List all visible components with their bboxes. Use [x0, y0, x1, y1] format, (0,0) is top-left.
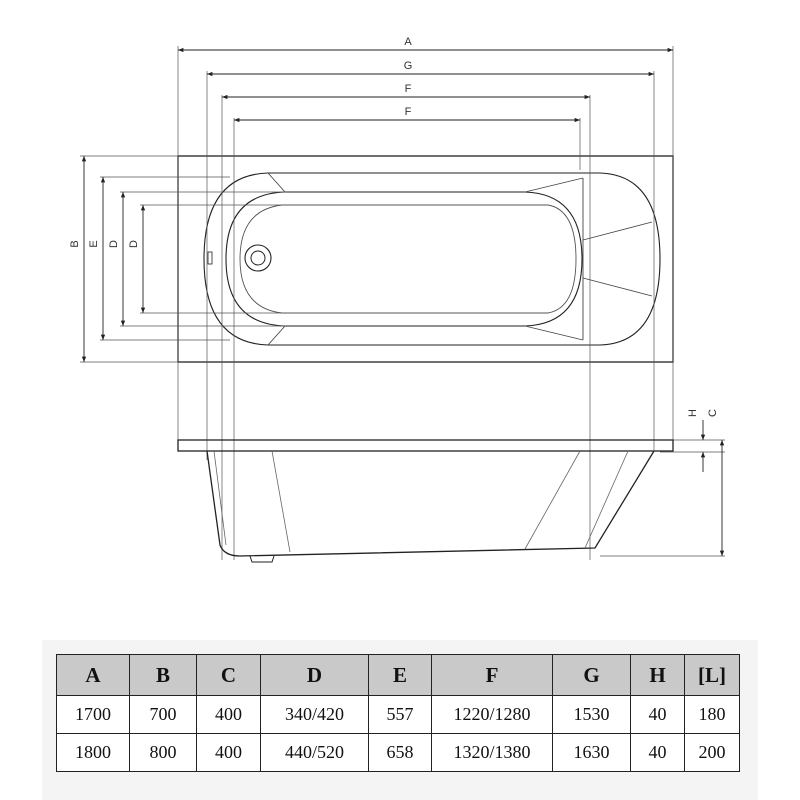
label-a: A	[404, 36, 412, 48]
spec-table: A B C D E F G H [L] 1700 700 400 340/420…	[56, 654, 740, 772]
label-g: G	[404, 60, 413, 72]
side-body	[206, 450, 655, 557]
table-cell: 557	[368, 695, 432, 734]
backrest-facets	[267, 172, 653, 346]
table-row: 1800 800 400 440/520 658 1320/1380 1630 …	[56, 733, 740, 772]
label-f-inner: F	[405, 106, 412, 118]
label-f-outer: F	[405, 83, 412, 95]
tub-inner-contour	[203, 172, 661, 346]
table-cell: 440/520	[260, 733, 369, 772]
table-cell: 400	[196, 733, 261, 772]
column-header-e: E	[368, 654, 432, 696]
table-cell: 40	[630, 733, 685, 772]
bathtub-technical-drawing: A G F F B E D D H C	[69, 36, 725, 563]
table-cell: 180	[684, 695, 740, 734]
table-cell: 1530	[552, 695, 631, 734]
table-cell: 1320/1380	[431, 733, 553, 772]
label-h: H	[687, 409, 699, 417]
column-header-d: D	[260, 654, 369, 696]
dimension-labels: A G F F B E D D H C	[69, 36, 719, 417]
side-shading-lines	[213, 450, 629, 553]
vertical-dimensions	[81, 156, 725, 556]
column-header-l: [L]	[684, 654, 740, 696]
top-view	[177, 155, 674, 363]
table-cell: 658	[368, 733, 432, 772]
side-view	[177, 439, 674, 563]
table-cell: 1700	[56, 695, 130, 734]
label-c: C	[707, 409, 719, 417]
side-foot	[249, 555, 275, 563]
column-header-c: C	[196, 654, 261, 696]
label-d-outer: D	[108, 240, 120, 248]
label-e: E	[88, 240, 100, 247]
column-header-a: A	[56, 654, 130, 696]
table-cell: 800	[129, 733, 197, 772]
table-header-row: A B C D E F G H [L]	[56, 654, 740, 696]
table-cell: 1800	[56, 733, 130, 772]
table-cell: 40	[630, 695, 685, 734]
tub-basin-floor	[239, 204, 577, 314]
drain-outer	[244, 244, 272, 272]
table-cell: 1220/1280	[431, 695, 553, 734]
overflow-slot	[207, 251, 213, 265]
column-header-b: B	[129, 654, 197, 696]
column-header-g: G	[552, 654, 631, 696]
table-cell: 340/420	[260, 695, 369, 734]
column-header-f: F	[431, 654, 553, 696]
table-row: 1700 700 400 340/420 557 1220/1280 1530 …	[56, 695, 740, 734]
tub-outer-rim	[177, 155, 674, 363]
label-d-inner: D	[128, 240, 140, 248]
table-cell: 200	[684, 733, 740, 772]
side-rim	[177, 439, 674, 452]
horizontal-dimensions	[178, 47, 673, 123]
table-cell: 400	[196, 695, 261, 734]
tub-basin	[225, 191, 583, 327]
extension-lines	[80, 46, 725, 560]
drain-inner	[250, 250, 266, 266]
column-header-h: H	[630, 654, 685, 696]
label-b: B	[69, 240, 81, 247]
spec-table-panel: A B C D E F G H [L] 1700 700 400 340/420…	[42, 640, 758, 800]
table-cell: 1630	[552, 733, 631, 772]
table-cell: 700	[129, 695, 197, 734]
